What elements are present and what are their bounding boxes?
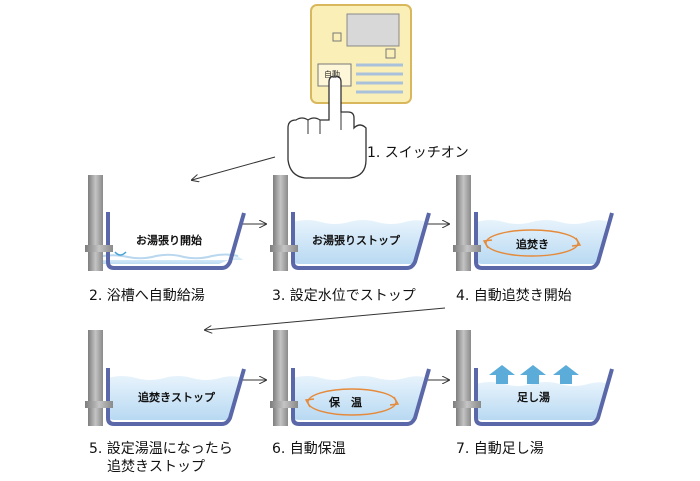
hand-icon bbox=[287, 75, 367, 179]
tub-step-5 bbox=[85, 330, 246, 426]
tub-step-3 bbox=[270, 175, 431, 271]
tub-step-6 bbox=[270, 330, 431, 426]
step-6-tub-text: 保 温 bbox=[329, 396, 362, 409]
tub-step-7 bbox=[453, 330, 614, 426]
step-5-label-line2: 追焚きストップ bbox=[107, 459, 205, 475]
auto-button-label: 自動 bbox=[324, 70, 340, 79]
step-1-label: 1. スイッチオン bbox=[367, 145, 469, 161]
step-5-label-line1: 5. 設定湯温になったら bbox=[89, 441, 233, 457]
up-arrow-icon bbox=[520, 365, 546, 384]
control-panel bbox=[310, 4, 412, 104]
step-4-tub-text: 追焚き bbox=[516, 238, 549, 251]
step-2-label: 2. 浴槽へ自動給湯 bbox=[89, 288, 205, 304]
tub-step-2 bbox=[85, 175, 246, 271]
step-5-tub-text: 追焚きストップ bbox=[138, 391, 215, 404]
up-arrow-icon bbox=[553, 365, 579, 384]
flow-arrows bbox=[192, 156, 449, 380]
up-arrow-icon bbox=[489, 365, 515, 384]
step-3-tub-text: お湯張りストップ bbox=[312, 234, 400, 247]
step-3-label: 3. 設定水位でストップ bbox=[272, 288, 416, 304]
step-7-label: 7. 自動足し湯 bbox=[456, 441, 544, 457]
tub-step-4 bbox=[453, 175, 614, 271]
step-7-tub-text: 足し湯 bbox=[517, 391, 550, 404]
step-6-label: 6. 自動保温 bbox=[272, 441, 346, 457]
step-2-tub-text: お湯張り開始 bbox=[136, 234, 202, 247]
step-4-label: 4. 自動追焚き開始 bbox=[456, 288, 572, 304]
